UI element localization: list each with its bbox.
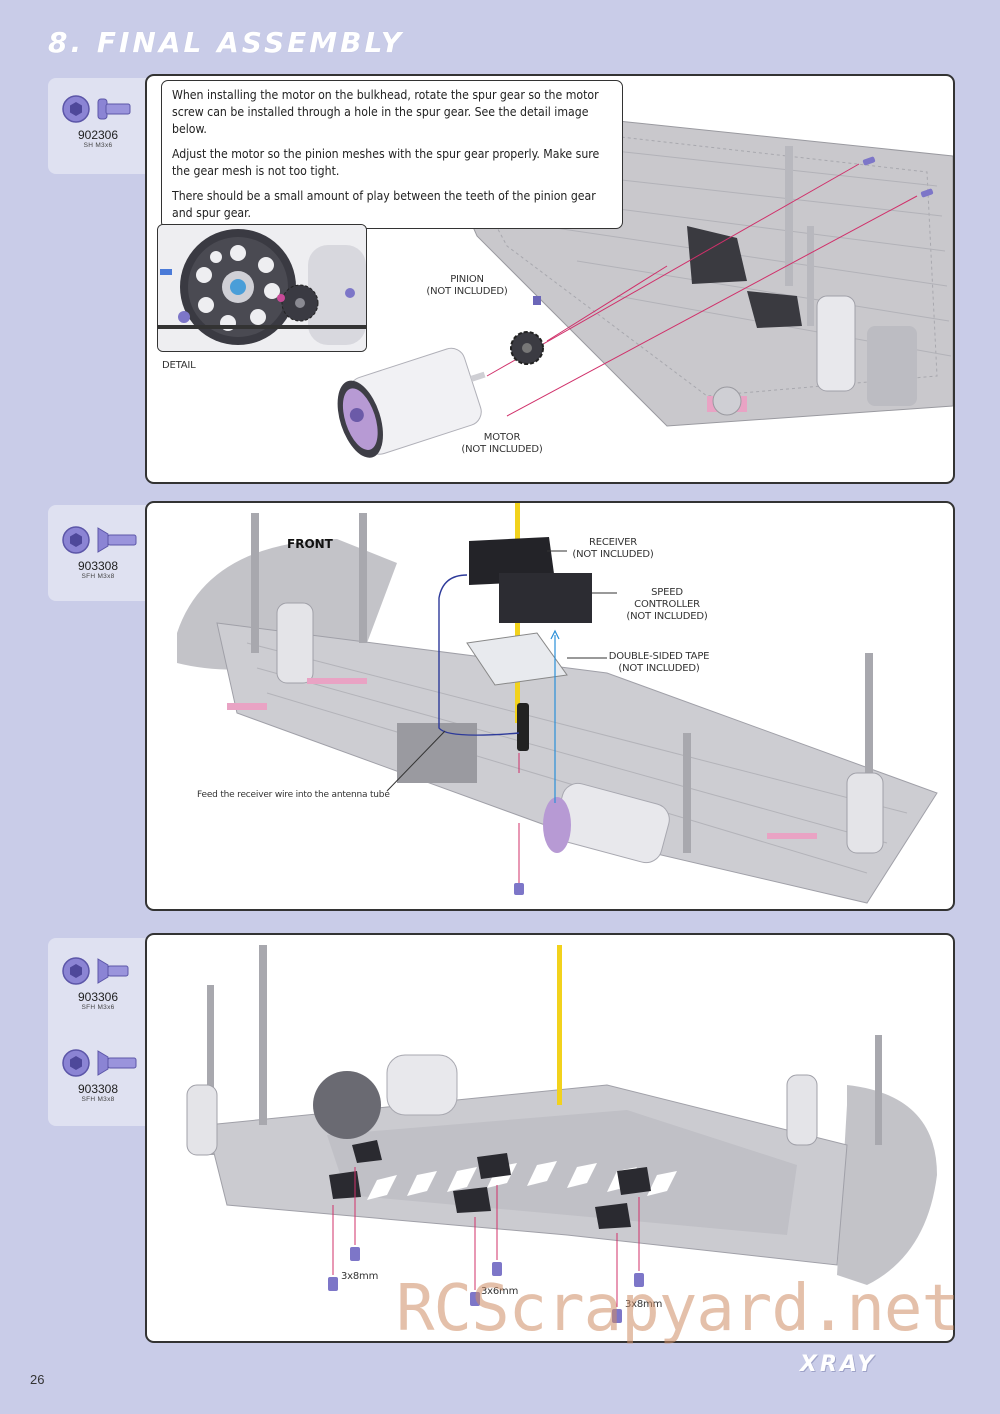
motor-label-line1: MOTOR [483,432,521,443]
pinion-label-line1: PINION [450,274,484,285]
countersunk-screw-icon [62,1049,137,1077]
part-903308: 903308 SFH M3x8 [48,1046,148,1103]
spur-gear-detail-illustration [158,225,366,351]
step2-panel: FRONT RECEIVER (NOT INCLUDED) SPEED CONT… [145,501,955,911]
instruction-paragraph: Adjust the motor so the pinion meshes wi… [172,147,600,178]
speed-controller-label-line1: SPEED CONTROLLER [634,587,700,610]
brand-logo: XRAY [800,1352,877,1377]
screw-size-label: 3x8mm [625,1299,663,1310]
front-label: FRONT [287,537,333,551]
receiver-label: RECEIVER (NOT INCLUDED) [565,537,661,561]
speed-controller-label-line2: (NOT INCLUDED) [626,611,708,622]
chassis-bottom-illustration [186,945,937,1323]
receiver-label-line2: (NOT INCLUDED) [572,549,654,560]
countersunk-screw-icon [62,957,129,985]
double-sided-tape-label-line2: (NOT INCLUDED) [618,663,700,674]
step1-panel: When installing the motor on the bulkhea… [145,74,955,484]
part-desc: SH M3x6 [83,142,113,149]
speed-controller-label: SPEED CONTROLLER (NOT INCLUDED) [617,587,717,623]
countersunk-screw-icon [62,526,137,554]
page-number: 26 [30,1372,45,1387]
step3-panel: 3x8mm 3x6mm 3x8mm [145,933,955,1343]
pinion-label: PINION (NOT INCLUDED) [422,274,512,298]
part-902306: 902306 SH M3x6 [48,92,148,149]
part-desc: SFH M3x8 [81,1096,115,1103]
instruction-paragraph: When installing the motor on the bulkhea… [172,88,599,136]
part-desc: SFH M3x6 [81,1004,115,1011]
part-number: 902306 [77,128,119,142]
double-sided-tape-label-line1: DOUBLE-SIDED TAPE [608,651,710,662]
screw-icon [62,95,131,123]
double-sided-tape-label: DOUBLE-SIDED TAPE (NOT INCLUDED) [607,651,711,675]
chassis-electronics-illustration [177,503,938,904]
part-903308: 903308 SFH M3x8 [48,523,148,580]
instruction-note: When installing the motor on the bulkhea… [161,80,623,229]
instruction-paragraph: There should be a small amount of play b… [172,189,596,220]
parts-tab-step2: 903308 SFH M3x8 [48,505,158,601]
watermark-text: RCScrapyard.net [396,1272,960,1346]
part-number: 903308 [77,1082,119,1096]
screw-size-label: 3x6mm [481,1286,519,1297]
parts-tab-step3: 903306 SFH M3x6 903308 SFH M3x8 [48,938,158,1126]
motor-label-line2: (NOT INCLUDED) [461,444,543,455]
parts-tab-step1: 902306 SH M3x6 [48,78,158,174]
detail-label: DETAIL [162,360,196,371]
part-number: 903306 [77,990,119,1004]
part-desc: SFH M3x8 [81,573,115,580]
detail-inset [157,224,367,352]
motor-label: MOTOR (NOT INCLUDED) [457,432,547,456]
section-title: 8. FINAL ASSEMBLY [48,26,405,59]
part-903306: 903306 SFH M3x6 [48,954,148,1011]
screw-size-label: 3x8mm [341,1271,379,1282]
pinion-label-line2: (NOT INCLUDED) [426,286,508,297]
part-number: 903308 [77,559,119,573]
receiver-wire-note: Feed the receiver wire into the antenna … [197,790,390,800]
receiver-label-line1: RECEIVER [588,537,638,548]
